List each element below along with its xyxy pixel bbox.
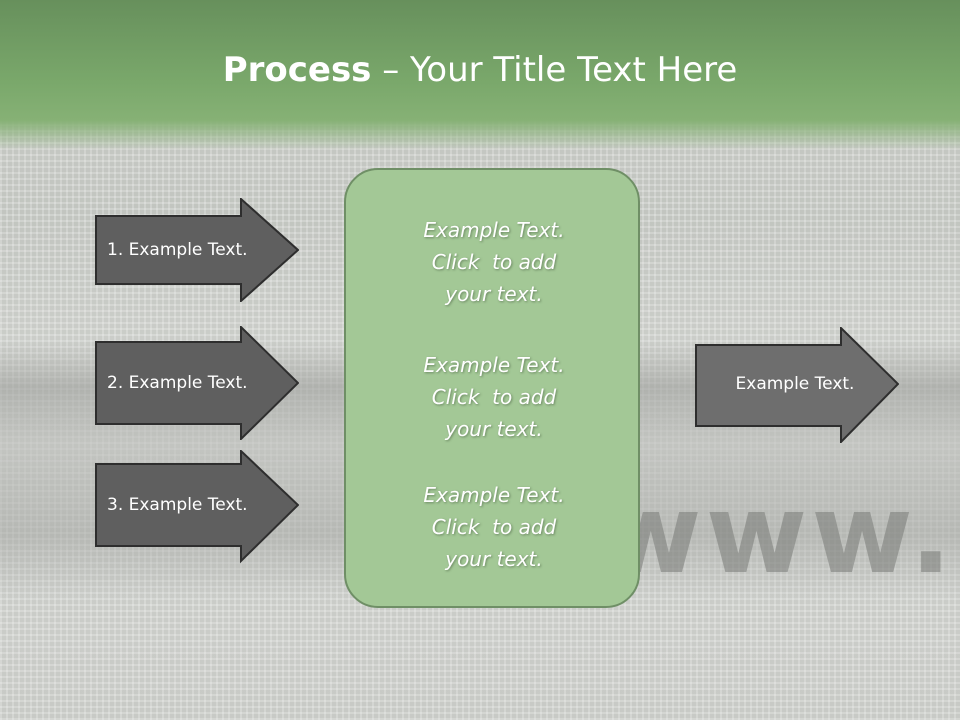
step-arrow-2[interactable]: 2. Example Text. [95, 326, 299, 440]
step-label-3: 3. Example Text. [107, 495, 248, 515]
block-line: Click to add [431, 515, 557, 539]
block-line: your text. [445, 282, 543, 306]
arrow-shape-icon [695, 327, 899, 443]
arrow-shape-icon [95, 198, 299, 302]
block-line: Click to add [431, 385, 557, 409]
block-line: Example Text. [423, 483, 565, 507]
slide-title[interactable]: Process – Your Title Text Here [0, 50, 960, 90]
output-arrow[interactable]: Example Text. [695, 327, 899, 443]
title-banner [0, 0, 960, 150]
center-text-block-1[interactable]: Example Text. Click to add your text. [346, 214, 642, 310]
title-rest: – Your Title Text Here [371, 50, 738, 90]
title-bold: Process [222, 50, 372, 90]
block-line: your text. [445, 417, 543, 441]
step-arrow-1[interactable]: 1. Example Text. [95, 198, 299, 302]
step-arrow-3[interactable]: 3. Example Text. [95, 450, 299, 564]
step-label-2: 2. Example Text. [107, 373, 248, 393]
center-text-box[interactable]: Example Text. Click to add your text. Ex… [344, 168, 640, 608]
background-www-graphic: www. [600, 470, 956, 598]
block-line: your text. [445, 547, 543, 571]
center-text-block-2[interactable]: Example Text. Click to add your text. [346, 349, 642, 445]
arrow-shape-icon [95, 450, 299, 564]
step-label-1: 1. Example Text. [107, 240, 248, 260]
center-text-block-3[interactable]: Example Text. Click to add your text. [346, 479, 642, 575]
output-label: Example Text. [735, 374, 855, 394]
block-line: Example Text. [423, 218, 565, 242]
block-line: Example Text. [423, 353, 565, 377]
block-line: Click to add [431, 250, 557, 274]
arrow-shape-icon [95, 326, 299, 440]
